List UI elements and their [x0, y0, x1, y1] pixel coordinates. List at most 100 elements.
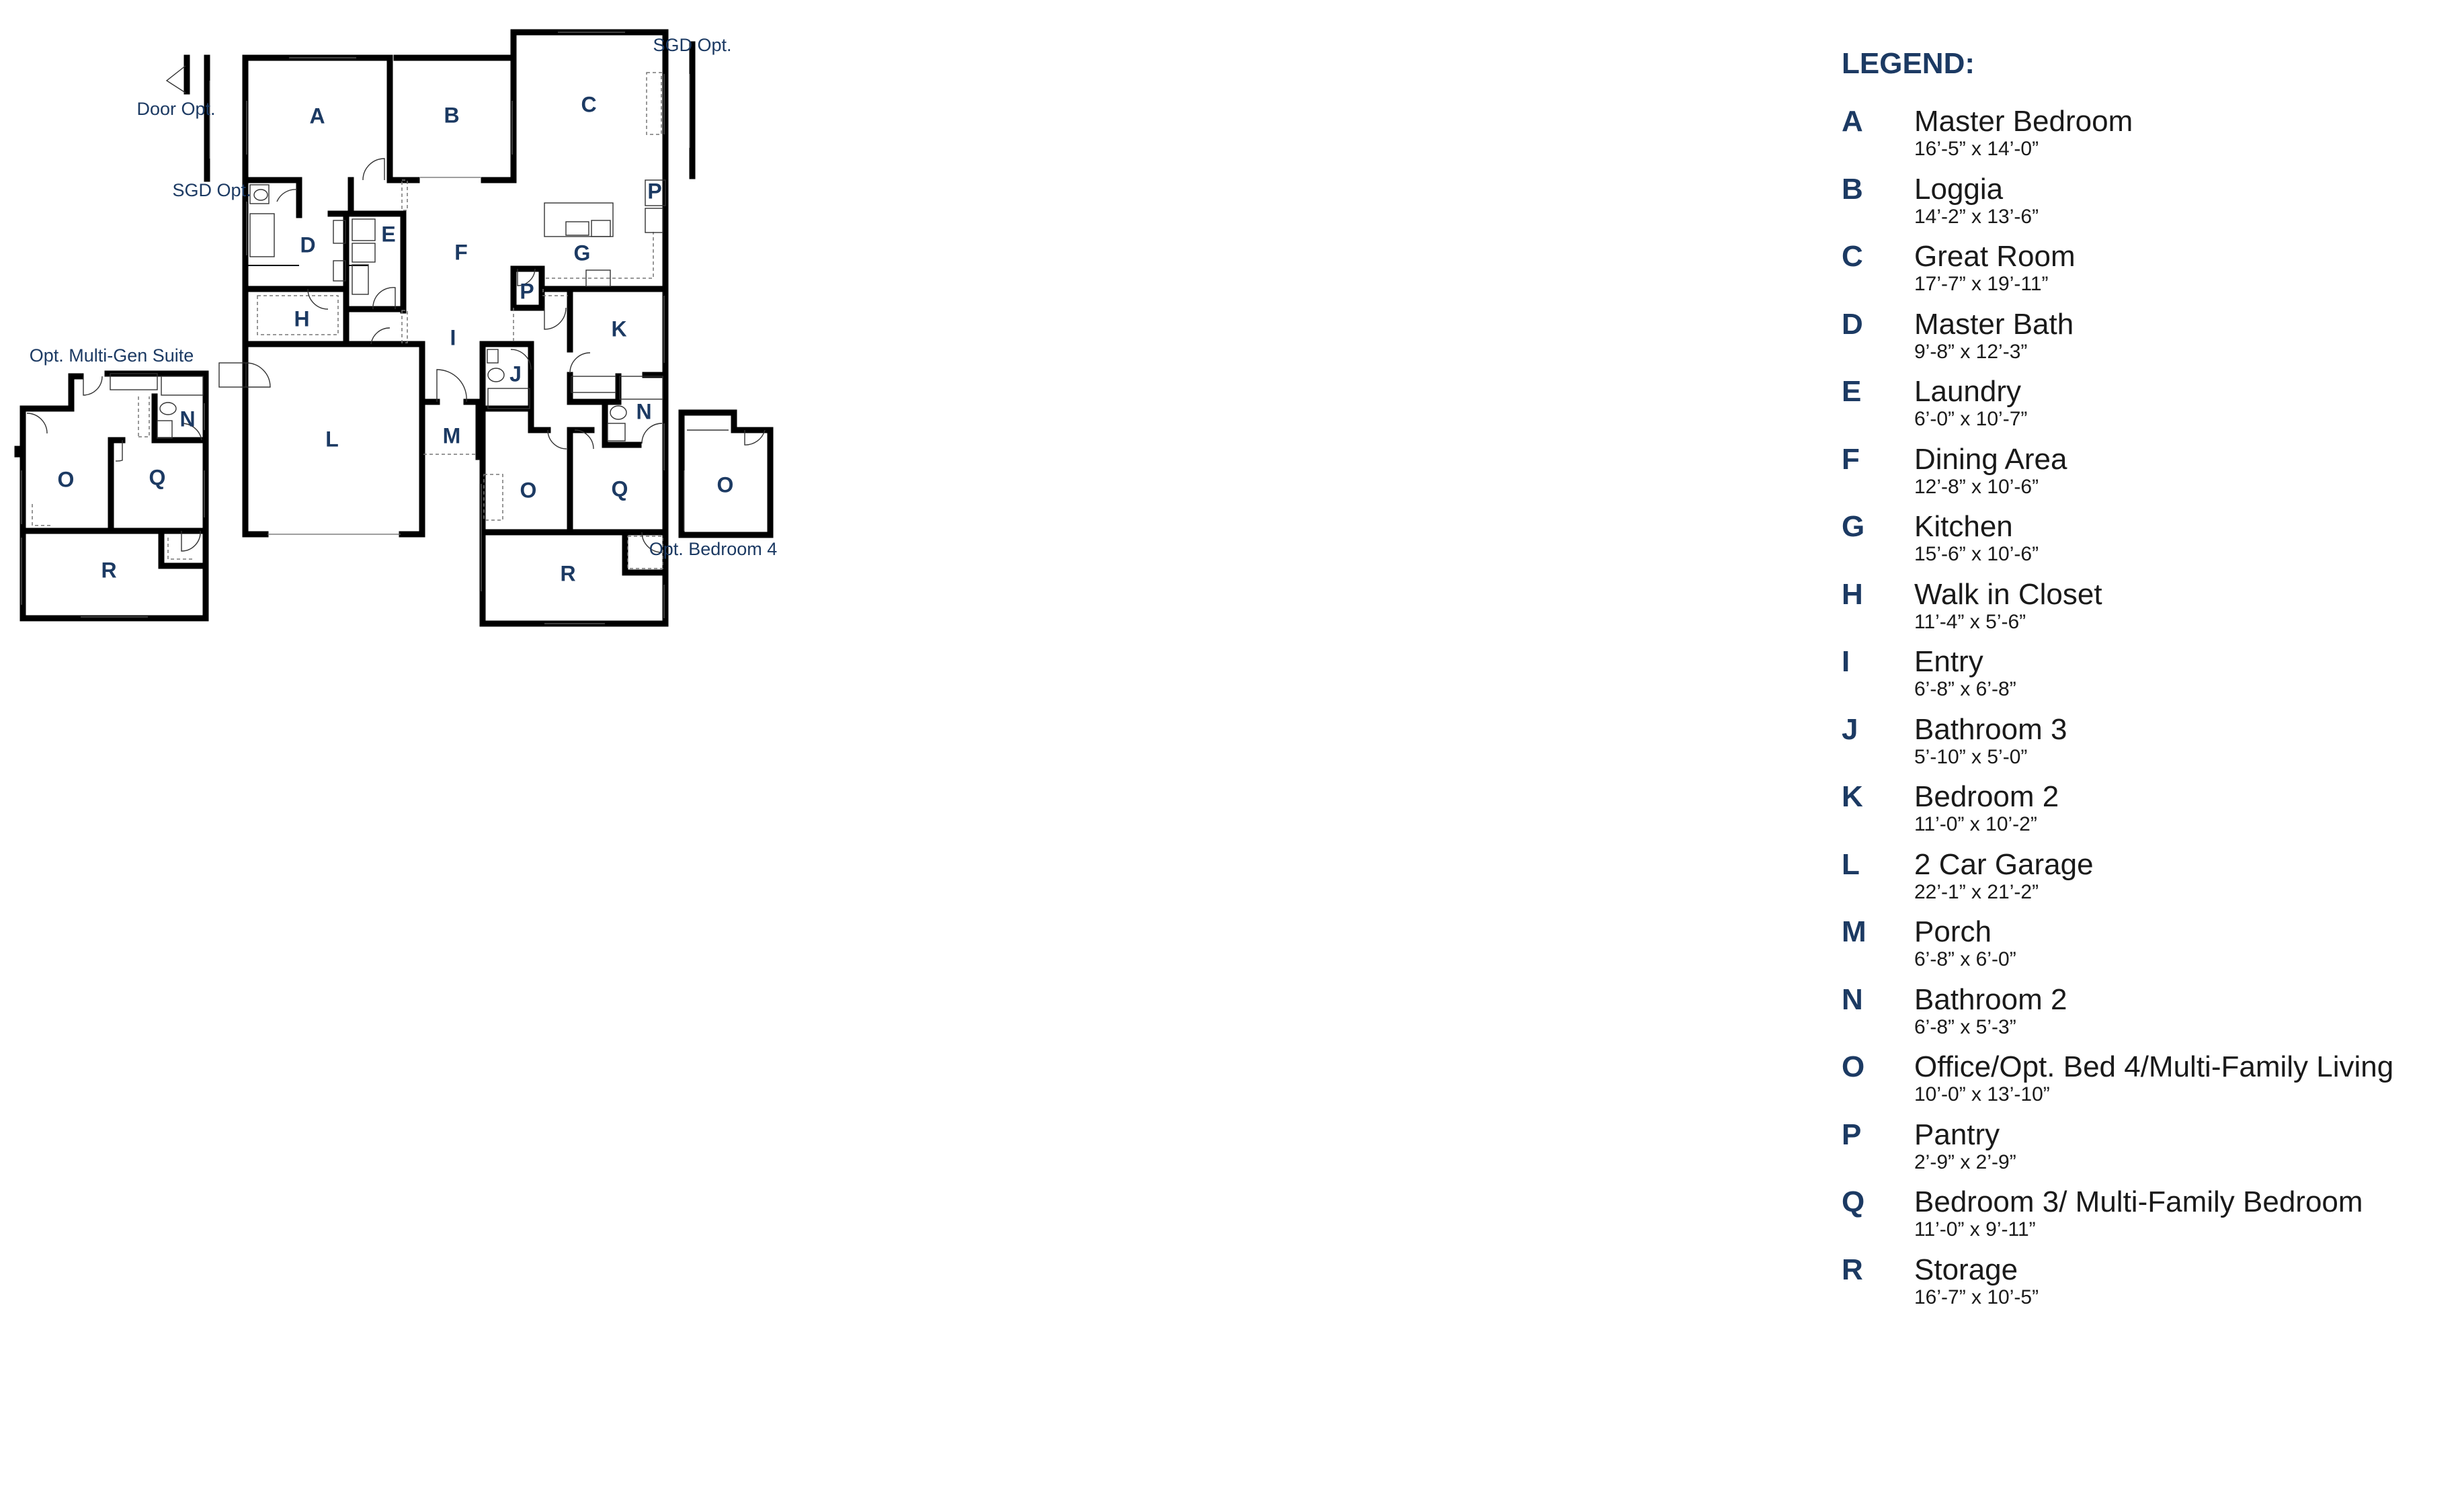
- legend-room-name: Master Bath: [1914, 307, 2074, 341]
- legend-room-name: Dining Area: [1914, 442, 2067, 476]
- room-labels: A B C D E F G H I J K L M N O P Q R P O …: [58, 92, 734, 585]
- legend-key: P: [1842, 1118, 1862, 1151]
- room-label-q: Q: [612, 476, 628, 501]
- legend-room-dimensions: 14’-2” x 13’-6”: [1914, 205, 2039, 228]
- legend-key: M: [1842, 915, 1866, 948]
- room-label-r: R: [560, 561, 575, 585]
- room-label-k: K: [611, 317, 626, 341]
- floor-plan: A B C D E F G H I J K L M N O P Q R P O …: [14, 29, 778, 627]
- legend-title: LEGEND:: [1842, 47, 1975, 80]
- legend-room-name: Pantry: [1914, 1118, 2000, 1151]
- legend-room-name: Bathroom 2: [1914, 982, 2067, 1016]
- legend-room-dimensions: 15’-6” x 10’-6”: [1914, 543, 2039, 565]
- legend-room-name: Storage: [1914, 1253, 2018, 1286]
- legend-room-name: Entry: [1914, 645, 1983, 678]
- suite-room-label-r: R: [101, 558, 116, 582]
- room-label-a: A: [309, 103, 325, 128]
- room-label-g: G: [574, 241, 591, 265]
- legend-key: E: [1842, 375, 1862, 408]
- legend-room-dimensions: 11’-4” x 5’-6”: [1914, 610, 2026, 633]
- legend-room-dimensions: 2’-9” x 2’-9”: [1914, 1150, 2016, 1173]
- room-label-p-pantry: P: [647, 179, 661, 203]
- legend-room-name: Office/Opt. Bed 4/Multi-Family Living: [1914, 1050, 2394, 1083]
- legend-key: J: [1842, 712, 1858, 746]
- note-sgd-opt-left: SGD Opt.: [172, 180, 251, 200]
- legend-key: B: [1842, 172, 1863, 206]
- legend-room-dimensions: 12’-8” x 10’-6”: [1914, 475, 2039, 498]
- room-label-c: C: [581, 92, 596, 116]
- legend-room-name: Master Bedroom: [1914, 105, 2133, 138]
- bedroom4-room-label-o: O: [717, 472, 734, 497]
- legend-room-dimensions: 6’-8” x 6’-0”: [1914, 948, 2016, 970]
- legend-room-dimensions: 6’-8” x 6’-8”: [1914, 678, 2016, 700]
- legend-room-name: Great Room: [1914, 240, 2076, 273]
- main-house-fixtures: [249, 72, 666, 569]
- room-label-f: F: [454, 240, 468, 264]
- bedroom4-walls: [678, 409, 774, 538]
- legend-room-name: Bathroom 3: [1914, 712, 2067, 746]
- suite-room-label-o: O: [58, 467, 75, 491]
- legend-room-dimensions: 10’-0” x 13’-10”: [1914, 1083, 2050, 1105]
- legend-room-name: Laundry: [1914, 375, 2022, 408]
- garage-side-porch: [218, 362, 271, 388]
- legend-key: R: [1842, 1253, 1863, 1286]
- suite-room-label-q: Q: [149, 465, 166, 489]
- legend-room-dimensions: 9’-8” x 12’-3”: [1914, 340, 2028, 363]
- door-option-detail: [165, 54, 210, 182]
- legend-key: K: [1842, 780, 1863, 813]
- legend-room-name: Bedroom 3/ Multi-Family Bedroom: [1914, 1185, 2363, 1218]
- room-label-j: J: [509, 362, 522, 386]
- legend-room-name: Loggia: [1914, 172, 2004, 206]
- note-opt-bedroom4: Opt. Bedroom 4: [649, 539, 778, 559]
- room-label-p: P: [520, 279, 534, 303]
- legend-room-dimensions: 6’-0” x 10’-7”: [1914, 408, 2028, 430]
- room-label-b: B: [444, 103, 459, 127]
- legend-key: H: [1842, 577, 1863, 611]
- multigen-suite-walls: [14, 370, 209, 622]
- legend-key: Q: [1842, 1185, 1865, 1218]
- legend-room-dimensions: 16’-7” x 10’-5”: [1914, 1286, 2039, 1308]
- legend-key: L: [1842, 847, 1860, 881]
- legend-key: C: [1842, 240, 1863, 273]
- room-label-d: D: [300, 233, 315, 257]
- room-label-n: N: [636, 399, 651, 423]
- room-label-e: E: [381, 222, 395, 246]
- legend-room-name: Kitchen: [1914, 510, 2013, 543]
- room-label-o: O: [520, 478, 537, 502]
- legend-key: O: [1842, 1050, 1865, 1083]
- suite-room-label-n: N: [179, 407, 195, 431]
- legend-key: D: [1842, 307, 1863, 341]
- legend-room-dimensions: 11’-0” x 10’-2”: [1914, 813, 2037, 835]
- room-label-h: H: [294, 306, 309, 331]
- legend-room-dimensions: 22’-1” x 21’-2”: [1914, 880, 2039, 903]
- legend-key: I: [1842, 645, 1850, 678]
- legend-room-dimensions: 11’-0” x 9’-11”: [1914, 1218, 2036, 1241]
- note-multigen-suite: Opt. Multi-Gen Suite: [30, 345, 194, 366]
- legend-key: A: [1842, 105, 1863, 138]
- legend-room-name: Bedroom 2: [1914, 780, 2059, 813]
- legend-room-dimensions: 16’-5” x 14’-0”: [1914, 138, 2039, 160]
- note-sgd-opt-right: SGD Opt.: [653, 35, 731, 55]
- legend-room-dimensions: 5’-10” x 5’-0”: [1914, 745, 2028, 768]
- main-house-windows: [246, 32, 665, 624]
- room-label-i: I: [450, 325, 456, 349]
